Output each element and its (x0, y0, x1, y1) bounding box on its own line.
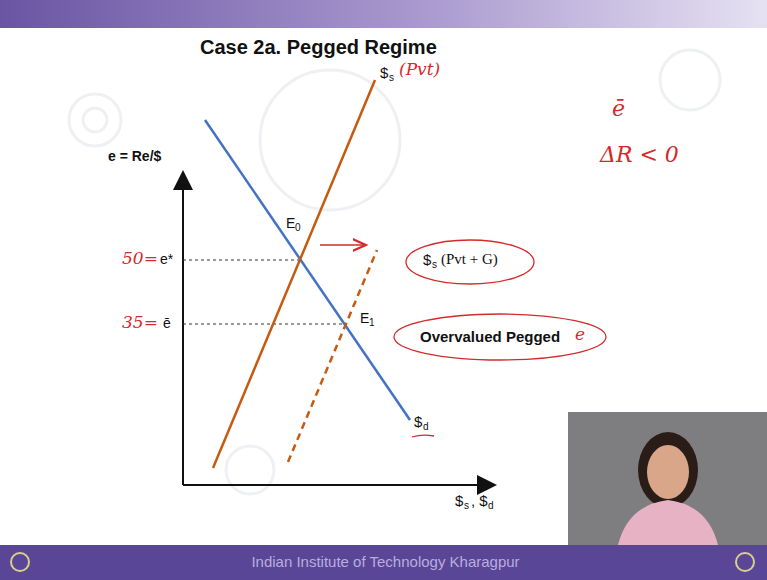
handwritten-note: ΔR < 0 (600, 142, 679, 167)
circle-mark (394, 314, 606, 360)
point-label: E (286, 215, 295, 231)
handwritten-note: ē (612, 96, 625, 121)
shift-arrow (320, 244, 366, 246)
handwritten-note: 50= (122, 249, 158, 269)
top-band (0, 0, 767, 28)
x-axis (183, 484, 495, 486)
underline-mark (412, 435, 434, 437)
demand-line (205, 120, 410, 420)
slide-title: Case 2a. Pegged Regime (200, 36, 437, 59)
axis-label: , $ (471, 492, 488, 509)
subscript: s (464, 500, 469, 512)
circle-mark (406, 240, 534, 284)
subscript: d (488, 500, 494, 512)
handwritten-note: 35= (122, 313, 158, 333)
footer-text: Indian Institute of Technology Kharagpur (2, 553, 767, 570)
axis-value: e* (160, 251, 173, 267)
webcam-inset (568, 412, 767, 545)
curve-label: $ (380, 64, 388, 81)
regime-label: Overvalued Pegged (420, 328, 560, 345)
guide-line (183, 324, 345, 325)
handwritten-note: e (575, 325, 585, 345)
subscript: 1 (369, 317, 375, 329)
axis-value: ē (163, 315, 171, 331)
handwritten-note: (Pvt) (399, 60, 440, 80)
logo-icon (736, 553, 754, 571)
point-label: E (360, 310, 369, 326)
subscript: s (389, 72, 394, 84)
subscript: 0 (295, 222, 301, 234)
axis-label: $ (455, 492, 463, 509)
logo-icon (11, 553, 29, 571)
curve-label: $ (414, 413, 422, 430)
axis-label: e = Re/$ (108, 148, 161, 164)
supply-line (213, 80, 375, 468)
curve-label: (Pvt + G) (441, 251, 498, 268)
guide-line (183, 260, 300, 261)
y-axis (182, 172, 184, 485)
curve-label: $ (423, 251, 431, 268)
subscript: d (423, 421, 429, 433)
subscript: s (432, 259, 437, 271)
supply-shifted-line (288, 250, 377, 462)
